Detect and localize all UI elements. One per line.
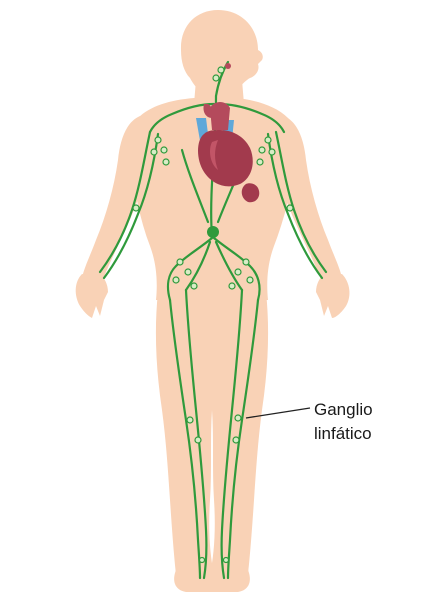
lymph-node (176, 258, 184, 266)
lymph-node (258, 146, 266, 154)
left-leg-vessel-b (184, 288, 208, 580)
right-arm-vessel-b (266, 132, 324, 280)
left-torso-vessel (180, 148, 210, 224)
lymph-node (172, 276, 180, 284)
lymph-node (162, 158, 170, 166)
right-foot (209, 570, 250, 592)
lymph-node (154, 136, 162, 144)
left-groin-branch (166, 236, 214, 302)
lymph-node (234, 268, 242, 276)
thymus (203, 104, 213, 118)
heart-highlight (210, 140, 218, 170)
left-foot (174, 570, 215, 592)
right-arm-vessel-a (274, 130, 328, 274)
cisterna-chyli (207, 226, 219, 238)
right-subclavian (216, 102, 286, 134)
lymph-node (232, 436, 240, 444)
neck-node-red (225, 63, 231, 69)
lymph-node (160, 146, 168, 154)
pelvic-branch-right (214, 240, 244, 292)
callout-line (245, 407, 311, 419)
lymph-node-callout-label: Ganglio linfático (314, 398, 414, 446)
left-arm-vessel-a (98, 130, 152, 274)
right-leg-vessel-b (220, 288, 244, 580)
right-groin-branch (212, 236, 261, 302)
lymph-node (198, 556, 206, 564)
lymph-node (217, 66, 225, 74)
right-arm (274, 116, 342, 282)
pelvic-branch-left (184, 240, 212, 292)
left-hand (75, 274, 108, 318)
left-subclavian (148, 102, 216, 134)
left-leg-vessel-a (168, 298, 202, 580)
left-leg (155, 292, 215, 587)
left-arm (82, 116, 150, 282)
aorta (210, 102, 230, 130)
heart-and-organs (196, 63, 260, 238)
lymph-node (256, 158, 264, 166)
callout-line-1: Ganglio (314, 400, 373, 419)
left-arm-vessel-b (102, 132, 160, 280)
lymph-node (132, 204, 140, 212)
lymph-node (242, 258, 250, 266)
lymph-node (212, 74, 220, 82)
lymph-node (264, 136, 272, 144)
lymph-node (246, 276, 254, 284)
lymph-node (286, 204, 294, 212)
right-leg-vessel-a (226, 298, 260, 580)
body-silhouette (75, 10, 350, 592)
lymph-node (186, 416, 194, 424)
lymph-node (184, 268, 192, 276)
lymph-node (150, 148, 158, 156)
lymph-node (222, 556, 230, 564)
lymph-node (194, 436, 202, 444)
lymph-node (190, 282, 198, 290)
callout-line-2: linfático (314, 424, 372, 443)
torso (129, 98, 297, 300)
lymph-node (268, 148, 276, 156)
lymph-node (228, 282, 236, 290)
lymph-node (234, 414, 242, 422)
spleen (241, 183, 260, 203)
lymph-nodes (132, 66, 294, 564)
right-hand (316, 274, 350, 318)
head (180, 10, 263, 92)
